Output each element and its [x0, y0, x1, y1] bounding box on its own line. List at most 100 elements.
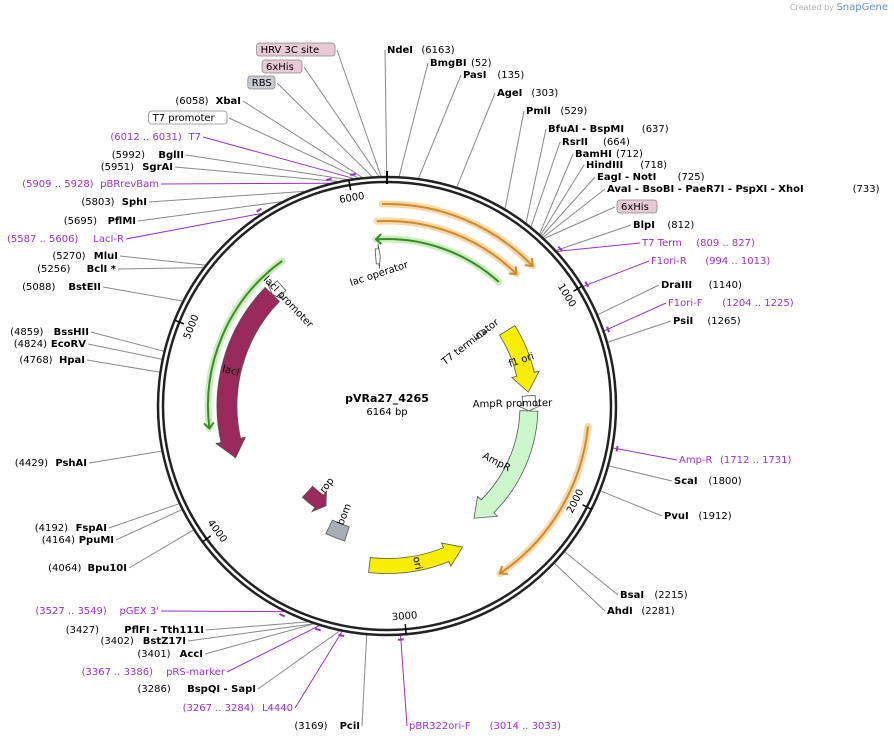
site-label-avai-bsobi-paer7i-pspxi-xhoi: AvaI - BsoBI - PaeR7I - PspXI - XhoI(733…: [607, 184, 880, 195]
connector-line: [205, 621, 308, 631]
feature-ori: ori: [368, 542, 464, 574]
site-label-hrv-3c-site: HRV 3C site: [256, 42, 336, 57]
primer-mark: [615, 445, 619, 452]
connector-line: [384, 49, 388, 177]
site-name: BamHI: [575, 149, 612, 160]
feature-f1-ori: f1 ori: [499, 325, 540, 393]
site-name: pRS-marker: [166, 667, 226, 678]
site-name: PsiI: [673, 316, 693, 327]
connector-line: [336, 49, 382, 177]
site-label-agei: AgeI(303): [497, 88, 558, 99]
tick-label: 3000: [392, 610, 418, 623]
connector-line: [597, 284, 660, 316]
site-name: ScaI: [674, 476, 698, 487]
site-position: (3267 .. 3284): [183, 703, 255, 714]
site-label-mlui: MluI(5270): [52, 251, 118, 262]
site-position: (812): [667, 220, 694, 231]
site-name: BmgBI: [430, 58, 467, 69]
site-name: pBRrevBam: [100, 179, 159, 190]
site-name: BsaI: [620, 590, 644, 601]
connector-line: [204, 623, 314, 655]
site-name: Amp-R: [679, 455, 713, 466]
site-position: (5270): [52, 251, 85, 262]
primer-mark: [557, 245, 563, 252]
orf-arc: [499, 426, 589, 575]
connector-line: [541, 176, 596, 237]
connector-line: [613, 447, 678, 461]
connector-line: [294, 631, 343, 709]
feature-ampr: AmpR: [473, 410, 539, 519]
chip-box: [247, 75, 276, 90]
site-position: (733): [853, 184, 880, 195]
chip-text: 6xHis: [621, 202, 649, 213]
site-name: PvuI: [664, 511, 689, 522]
site-name: AhdI: [607, 606, 633, 617]
feature-label: ori: [410, 556, 423, 571]
plasmid-name: pVRa27_4265: [345, 392, 429, 405]
connector-line: [228, 117, 359, 179]
site-position: (4859): [10, 327, 43, 338]
site-position: (5256): [37, 264, 70, 275]
site-name: AccI: [180, 649, 203, 660]
site-label-prs-marker: pRS-marker (3367 .. 3386): [82, 667, 226, 678]
site-label-xbai: XbaI (6058): [175, 96, 241, 107]
site-label-bsshii: BssHII(4859): [10, 327, 89, 338]
connector-line: [119, 255, 206, 266]
connector-line: [544, 206, 616, 239]
site-name: BlpI: [633, 220, 655, 231]
site-label-laci-r: LacI-R(5587 .. 5606): [7, 234, 124, 245]
connector-line: [88, 450, 162, 464]
connector-line: [530, 141, 561, 227]
connector-line: [600, 490, 663, 517]
orf-arrowhead: [524, 257, 534, 268]
site-labels: NdeI(6163)BmgBI(52)PasI(135)AgeI(303)Pml…: [7, 42, 880, 732]
site-label-bsteii: BstEII(5088): [22, 282, 101, 293]
site-name: EcoRV: [51, 339, 86, 350]
site-position: (2281): [641, 606, 674, 617]
site-label-t7: T7(6012 .. 6031): [110, 132, 201, 143]
site-position: (3402): [101, 636, 134, 647]
site-label-acci: AccI(3401): [137, 649, 203, 660]
site-name: DraIII: [661, 280, 692, 291]
site-position: (3367 .. 3386): [82, 667, 154, 678]
site-name: PflMI: [108, 216, 136, 227]
site-label-hpai: HpaI(4768): [19, 355, 85, 366]
site-name: FspAI: [76, 523, 107, 534]
bom-box: [325, 519, 350, 542]
connector-line: [242, 100, 363, 178]
connector-line: [557, 242, 641, 252]
site-position: (1265): [707, 316, 740, 327]
site-name: T7: [188, 132, 201, 143]
feature-t7-terminator: T7 terminator: [439, 317, 502, 369]
site-name: BstZ17I: [143, 636, 186, 647]
connector-line: [361, 635, 368, 727]
site-label-pflfi-tth111i: PflFI - Tth111I(3427): [66, 625, 204, 636]
site-label-t7-promoter: T7 promoter: [148, 110, 228, 125]
primer-mark: [606, 326, 610, 333]
label-connector-lines: [86, 49, 678, 727]
site-label-6xhis: 6xHis: [261, 59, 303, 74]
chip-box: [256, 42, 336, 57]
site-label-bamhi: BamHI(712): [575, 149, 643, 160]
site-position: (4164): [42, 535, 75, 546]
connector-line: [276, 82, 373, 177]
site-label-pflmi: PflMI (5695): [64, 216, 136, 227]
tick-mark: [573, 285, 583, 292]
site-name: AgeI: [497, 88, 522, 99]
site-name: XbaI: [216, 96, 241, 107]
site-position: (5695): [64, 216, 97, 227]
tick-mark: [174, 319, 185, 325]
site-name: Bpu10I: [87, 563, 127, 574]
site-position: (3427): [66, 625, 99, 636]
site-label-sgrai: SgrAI(5951): [101, 162, 173, 173]
connector-line: [257, 630, 340, 690]
connector-line: [87, 343, 162, 360]
site-name: SphI: [122, 197, 147, 208]
orf-arc: [207, 260, 283, 429]
connector-line: [102, 286, 183, 302]
site-position: (6058): [175, 96, 208, 107]
tick-mark: [582, 504, 592, 510]
site-position: (5909 .. 5928): [22, 179, 94, 190]
site-position: (4768): [19, 355, 52, 366]
credit-prefix: Created by: [789, 3, 834, 12]
